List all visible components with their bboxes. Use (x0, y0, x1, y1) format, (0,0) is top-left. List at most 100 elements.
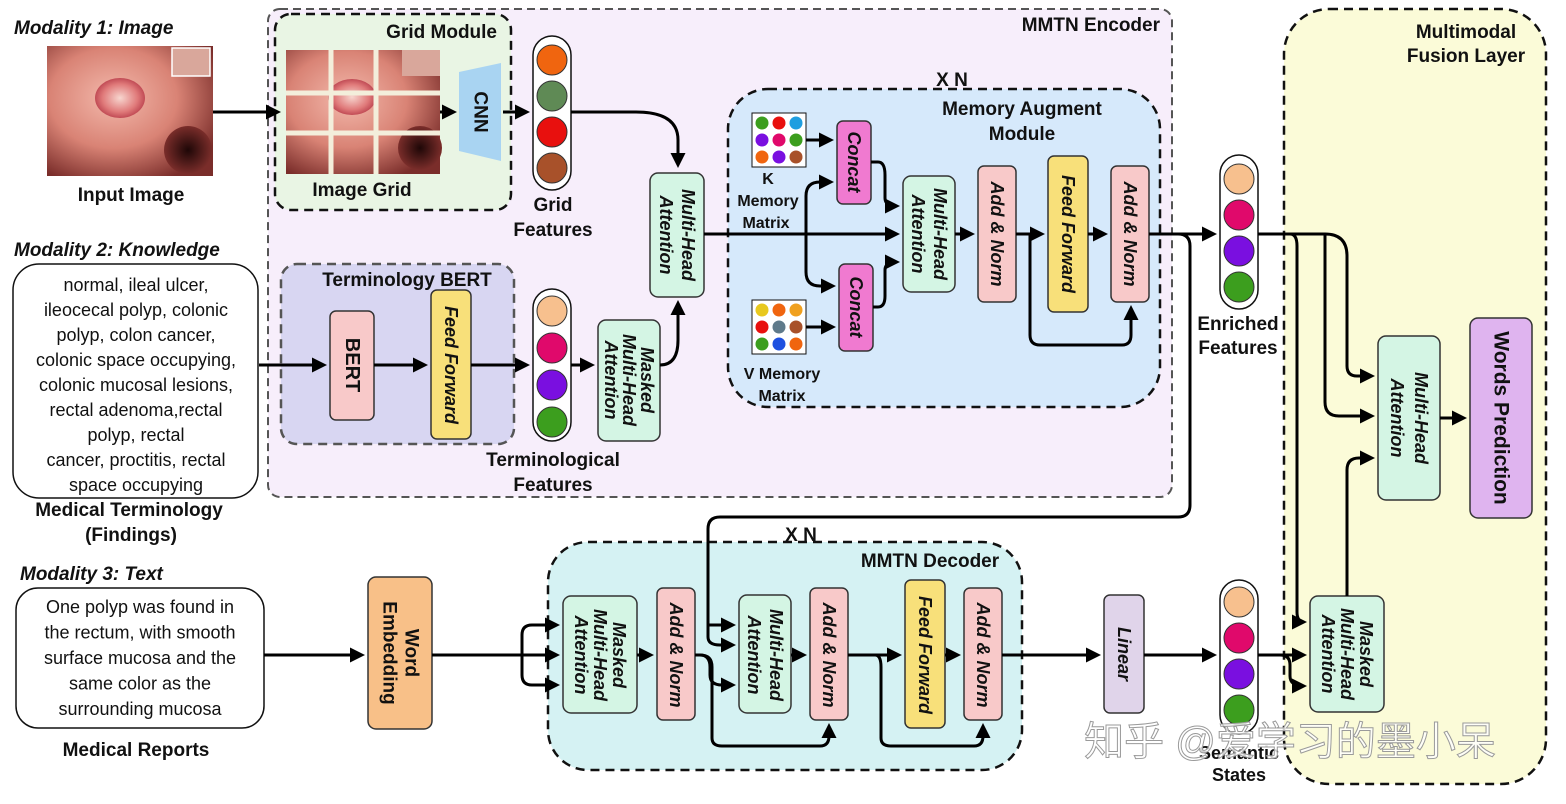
v-memory-dot-1 (755, 303, 769, 317)
grid-feature-dot-4 (536, 152, 568, 184)
encoder-feed-forward-label: Feed Forward (441, 306, 461, 425)
terminology-text-line-9: space occupying (69, 475, 203, 495)
svg-text:Attention: Attention (571, 615, 591, 695)
linear-label: Linear (1114, 627, 1134, 682)
svg-text:Multi-Head: Multi-Head (678, 189, 698, 282)
enriched-feature-dot-3 (1223, 235, 1255, 267)
terminological-feature-dots (536, 295, 568, 438)
k-memory-dot-7 (755, 150, 769, 164)
terminology-text-line-5: colonic mucosal lesions, (39, 375, 233, 395)
word-embedding-label: Word Embedding (379, 601, 422, 704)
image-grid-label: Image Grid (312, 180, 411, 201)
terminology-text-line-7: polyp, rectal (87, 425, 184, 445)
decoder-feed-forward-label: Feed Forward (915, 596, 935, 715)
report-text: One polyp was found in the rectum, with s… (44, 597, 236, 719)
semantic-states-label-line-2: States (1212, 765, 1266, 785)
svg-text:Multi-Head: Multi-Head (590, 609, 610, 702)
memory-module-title-line-1: Memory Augment (942, 99, 1102, 120)
svg-text:Attention: Attention (601, 340, 621, 420)
v-concat-label: Concat (846, 276, 866, 338)
decoder-title: MMTN Decoder (861, 551, 1000, 572)
memory-module-title-line-2: Module (989, 124, 1056, 145)
watermark: 知乎 @爱学习的墨小呆 (1084, 720, 1496, 764)
v-memory-dot-3 (789, 303, 803, 317)
svg-text:Attention: Attention (1318, 614, 1338, 694)
word-embedding-block (367, 576, 433, 730)
svg-text:Multi-Head: Multi-Head (1411, 372, 1431, 465)
encoder-title: MMTN Encoder (1022, 15, 1161, 36)
terminology-bert-title: Terminology BERT (322, 270, 492, 291)
report-text-line-4: same color as the (69, 674, 211, 694)
decoder-add-norm-2-label: Add & Norm (819, 602, 839, 708)
k-concat-label: Concat (844, 131, 864, 193)
terminological-feature-dot-4 (536, 406, 568, 438)
terminology-text-line-4: colonic space occupying, (36, 350, 236, 370)
enriched-feature-dot-4 (1223, 271, 1255, 303)
terminological-feature-dot-3 (536, 369, 568, 401)
enriched-features-label-line-1: Enriched (1197, 314, 1278, 335)
k-memory-dot-8 (772, 150, 786, 164)
semantic-states-stack (1219, 579, 1259, 735)
fusion-masked-mha-label: Masked Multi-Head Attention (1318, 608, 1376, 701)
semantic-state-dot-1 (1223, 586, 1255, 618)
svg-text:Multi-Head: Multi-Head (766, 609, 786, 702)
bert-label: BERT (341, 338, 363, 392)
report-text-line-5: surrounding mucosa (58, 699, 222, 719)
enriched-feature-dot-1 (1223, 163, 1255, 195)
report-text-line-3: surface mucosa and the (44, 648, 236, 668)
fusion-mha-label: Multi-Head Attention (1387, 372, 1431, 465)
cnn-block (459, 63, 501, 161)
svg-text:Masked: Masked (1356, 621, 1376, 688)
k-memory-dot-6 (789, 133, 803, 147)
terminological-feature-dot-2 (536, 332, 568, 364)
k-memory-dot-3 (789, 116, 803, 130)
k-memory-label-line-1: K (762, 171, 774, 188)
terminology-textbox (12, 263, 259, 499)
semantic-state-dot-4 (1223, 694, 1255, 726)
terminology-caption-line-2: (Findings) (85, 525, 177, 546)
terminology-text-line-1: normal, ileal ulcer, (63, 275, 208, 295)
v-memory-dot-6 (789, 320, 803, 334)
terminology-bert-region (279, 262, 516, 446)
grid-feature-dot-1 (536, 44, 568, 76)
svg-text:Multi-Head: Multi-Head (930, 188, 950, 281)
memory-add-norm-2-label: Add & Norm (1120, 181, 1140, 287)
v-memory-dot-4 (755, 320, 769, 334)
terminology-text-line-8: cancer, proctitis, rectal (46, 450, 225, 470)
svg-text:Multi-Head: Multi-Head (619, 334, 639, 427)
image-grid (286, 50, 442, 174)
svg-text:Attention: Attention (656, 195, 676, 275)
svg-text:Attention: Attention (908, 194, 928, 274)
terminology-text: normal, ileal ulcer,ileocecal polyp, col… (36, 275, 236, 495)
v-memory-dot-5 (772, 320, 786, 334)
report-textbox (15, 587, 265, 729)
semantic-state-dots (1223, 586, 1255, 726)
svg-text:Masked: Masked (637, 347, 657, 414)
v-memory-dot-9 (789, 337, 803, 351)
grid-module-title: Grid Module (386, 22, 497, 43)
grid-feature-dots (536, 44, 568, 184)
memory-mha-label: Multi-Head Attention (908, 188, 950, 281)
report-text-line-2: the rectum, with smooth (44, 623, 235, 643)
k-memory-dot-2 (772, 116, 786, 130)
decoder-repeat-label: X N (785, 525, 817, 546)
report-text-line-1: One polyp was found in (46, 597, 234, 617)
svg-text:Word: Word (401, 629, 422, 677)
enriched-features-stack (1219, 154, 1259, 310)
modality-text-label: Modality 3: Text (20, 564, 164, 585)
k-memory-dot-5 (772, 133, 786, 147)
k-memory-label-line-2: Memory (737, 193, 798, 210)
semantic-states-label-line-1: Semantic (1199, 743, 1279, 763)
words-prediction-block (1469, 317, 1533, 519)
v-memory-dot-8 (772, 337, 786, 351)
grid-features-label-line-2: Features (513, 220, 592, 241)
v-memory-dot-2 (772, 303, 786, 317)
enriched-feature-dot-2 (1223, 199, 1255, 231)
terminological-feature-dot-1 (536, 295, 568, 327)
terminology-text-line-6: rectal adenoma,rectal (49, 400, 222, 420)
grid-feature-dot-2 (536, 80, 568, 112)
memory-feed-forward-label: Feed Forward (1058, 175, 1078, 294)
enriched-feature-dots (1223, 163, 1255, 303)
fusion-title-line-1: Multimodal (1416, 22, 1516, 43)
cnn-label: CNN (470, 91, 491, 132)
